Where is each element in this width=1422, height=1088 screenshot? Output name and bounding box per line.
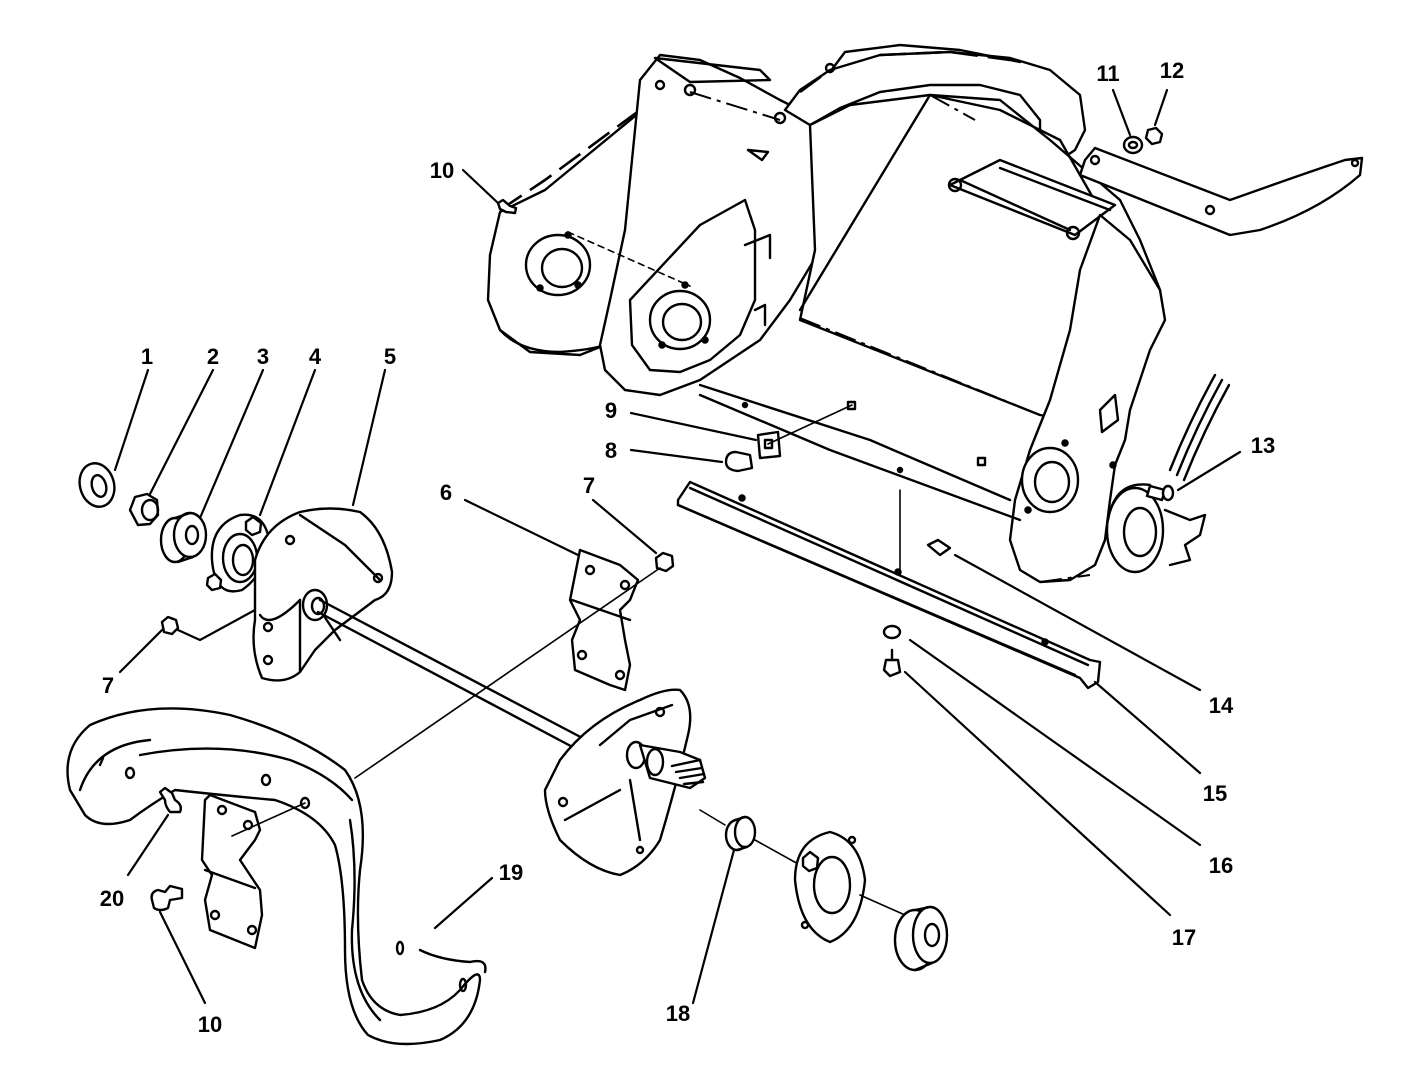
callout-6: 6 <box>440 480 452 505</box>
callout-10-lower: 10 <box>198 1012 222 1037</box>
auger-inner-bracket <box>200 793 264 950</box>
carriage-plate-14 <box>926 538 952 557</box>
callout-19: 19 <box>499 860 523 885</box>
washer-11 <box>1122 135 1144 155</box>
housing-left-hidden-edge <box>499 108 641 212</box>
callout-15: 15 <box>1203 781 1227 806</box>
callout-8: 8 <box>605 438 617 463</box>
bolt-8 <box>724 450 754 473</box>
bolt-13 <box>1145 484 1175 502</box>
callout-leaders <box>113 88 1242 1005</box>
callout-12: 12 <box>1160 58 1184 83</box>
callout-7-lower: 7 <box>102 673 114 698</box>
impeller-shaft-5 <box>252 507 707 877</box>
plate-9 <box>756 430 782 460</box>
callout-4: 4 <box>309 344 322 369</box>
bolt-17 <box>882 658 902 678</box>
callout-9: 9 <box>605 398 617 423</box>
bolt-10-lower <box>150 884 184 912</box>
callout-20: 20 <box>100 886 124 911</box>
callout-18: 18 <box>666 1001 690 1026</box>
callout-3: 3 <box>257 344 269 369</box>
callout-1: 1 <box>141 344 153 369</box>
callout-16: 16 <box>1209 853 1233 878</box>
callout-17: 17 <box>1172 925 1196 950</box>
callout-labels: 1 2 3 4 5 6 7 7 8 9 10 10 11 12 13 14 15… <box>100 58 1275 1037</box>
callout-2: 2 <box>207 344 219 369</box>
callout-14: 14 <box>1209 693 1234 718</box>
callout-7-upper: 7 <box>583 473 595 498</box>
washer-16 <box>882 624 902 640</box>
callout-11: 11 <box>1096 61 1119 86</box>
bolt-10-upper <box>496 198 518 215</box>
callout-5: 5 <box>384 344 396 369</box>
bracket-6 <box>568 548 640 692</box>
auger-housing <box>486 43 1231 584</box>
callout-10-upper: 10 <box>430 158 454 183</box>
auger-blade-19 <box>66 707 487 1046</box>
nut-12 <box>1144 126 1164 146</box>
nut-7-upper <box>654 551 675 573</box>
handle-bracket <box>1078 146 1364 237</box>
rivet-20 <box>158 786 183 814</box>
left-bearing-stack <box>78 462 270 636</box>
callout-13: 13 <box>1251 433 1275 458</box>
scraper-bar-15 <box>676 480 1102 690</box>
right-bearing-stack <box>699 809 949 972</box>
